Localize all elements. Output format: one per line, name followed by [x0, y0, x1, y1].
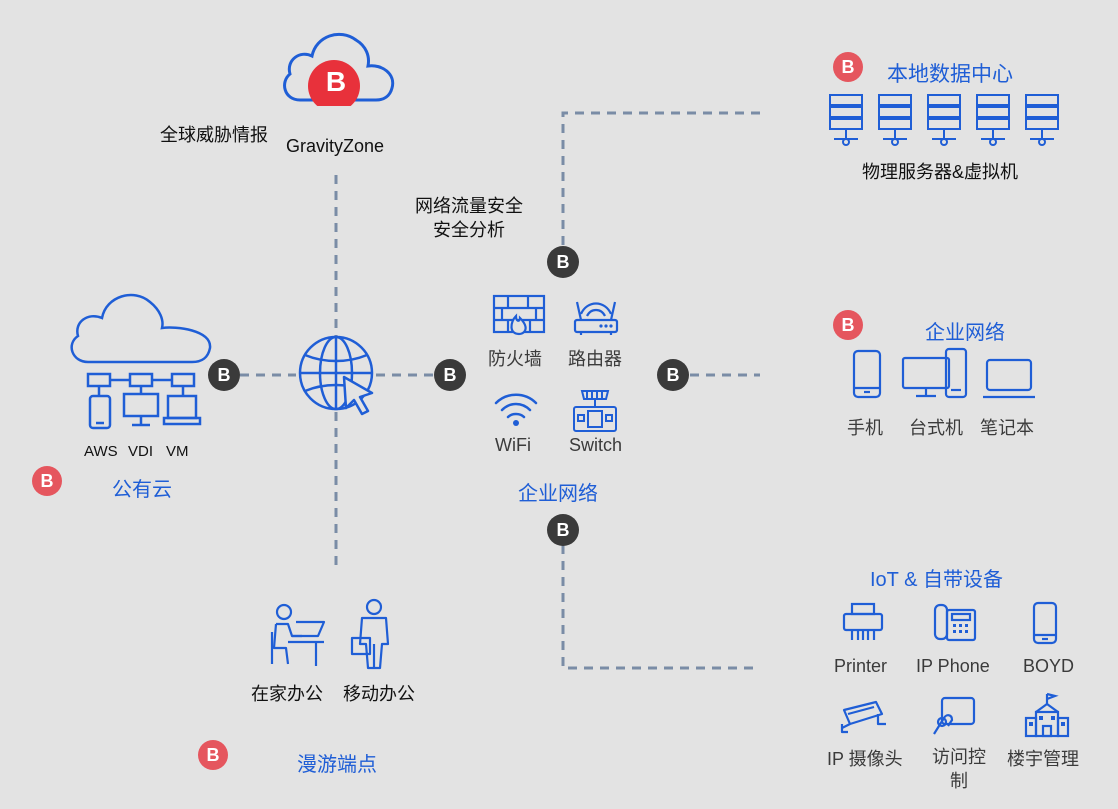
cloud-logo-letter: B	[325, 66, 347, 97]
switch-label: Switch	[569, 435, 623, 455]
gravityzone-cloud-icon	[278, 24, 400, 106]
roaming-title: 漫游端点	[297, 754, 377, 776]
public-cloud-icon	[66, 282, 216, 434]
wifi-icon	[493, 390, 539, 428]
access-control-icon	[930, 696, 978, 736]
mobile-phone-icon	[850, 348, 884, 402]
badge-public-cloud-link: B	[208, 359, 240, 391]
work-from-home-label: 在家办公	[251, 684, 323, 704]
datacenter-title: 本地数据中心	[887, 63, 1013, 86]
home-office-icon	[268, 602, 328, 668]
access-control-label: 访问控 制	[932, 747, 986, 791]
public-cloud-item-vdi: VDI	[128, 443, 154, 460]
traffic-security-label: 网络流量安全	[415, 196, 523, 216]
badge-enterprise-right: B	[833, 310, 863, 340]
global-threat-intel-label: 全球威胁情报	[160, 125, 268, 145]
traffic-analysis-label: 安全分析	[433, 220, 505, 240]
server-rack-icons	[828, 93, 1068, 149]
enterprise-right-title: 企业网络	[925, 322, 1005, 344]
gravityzone-label: GravityZone	[286, 136, 385, 156]
router-icon	[573, 294, 619, 336]
badge-traffic-analysis: B	[547, 246, 579, 278]
iot-title: IoT & 自带设备	[870, 569, 1003, 591]
laptop-label: 笔记本	[980, 418, 1034, 438]
building-mgmt-label: 楼宇管理	[1007, 749, 1079, 769]
badge-roaming: B	[198, 740, 228, 770]
laptop-icon	[981, 357, 1037, 401]
byod-phone-icon	[1031, 601, 1059, 645]
firewall-label: 防火墙	[488, 349, 542, 369]
building-icon	[1024, 692, 1070, 738]
public-cloud-title: 公有云	[112, 479, 172, 501]
switch-icon	[572, 389, 618, 433]
globe-cursor-icon	[296, 333, 378, 417]
badge-enterprise-bottom: B	[547, 514, 579, 546]
badge-public-cloud: B	[32, 466, 62, 496]
public-cloud-item-vm: VM	[166, 443, 189, 460]
datacenter-subtitle: 物理服务器&虚拟机	[862, 162, 1019, 182]
desktop-icon	[900, 346, 970, 402]
ip-camera-icon	[838, 698, 888, 734]
router-label: 路由器	[568, 349, 622, 369]
ip-phone-label: IP Phone	[916, 656, 990, 676]
badge-globe-enterprise-link: B	[434, 359, 466, 391]
ip-phone-icon	[932, 602, 978, 642]
line-to-datacenter	[561, 111, 760, 245]
wifi-label: WiFi	[495, 435, 531, 455]
mobile-office-label: 移动办公	[343, 684, 415, 704]
enterprise-center-title: 企业网络	[518, 483, 598, 505]
printer-label: Printer	[834, 656, 888, 676]
mobile-label: 手机	[847, 418, 883, 438]
desktop-label: 台式机	[909, 418, 963, 438]
line-to-iot	[561, 545, 760, 670]
ip-camera-label: IP 摄像头	[827, 749, 903, 769]
mobile-worker-icon	[350, 598, 394, 670]
badge-datacenter: B	[833, 52, 863, 82]
byod-label: BOYD	[1023, 656, 1075, 676]
public-cloud-item-aws: AWS	[84, 443, 118, 460]
firewall-icon	[492, 294, 546, 336]
badge-enterprise-right-link: B	[657, 359, 689, 391]
printer-icon	[842, 602, 884, 642]
